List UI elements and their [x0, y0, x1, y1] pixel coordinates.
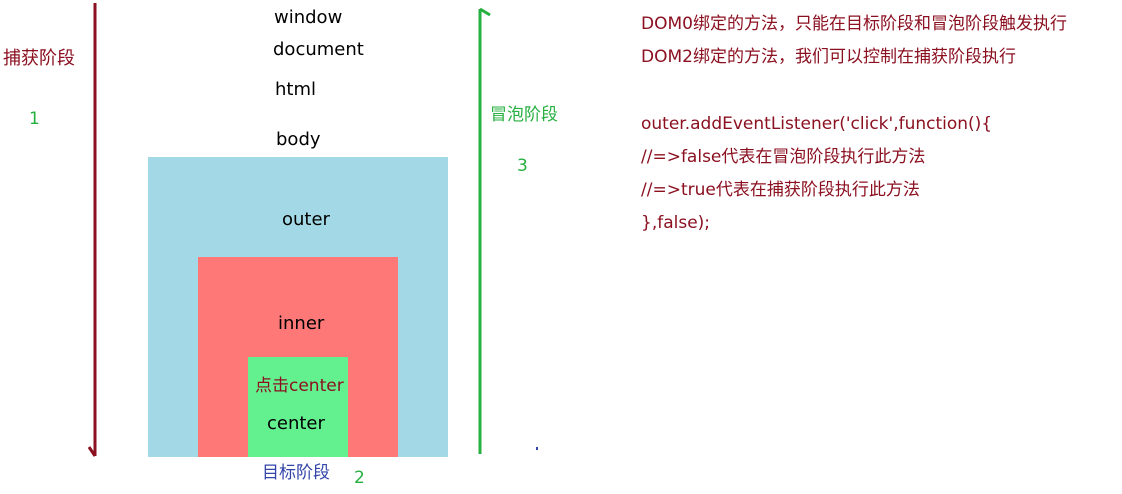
outer-label: outer: [282, 209, 330, 230]
inner-label: inner: [278, 313, 325, 334]
center-box: [248, 357, 348, 457]
note-dom0: DOM0绑定的方法，只能在目标阶段和冒泡阶段触发执行: [641, 14, 1067, 34]
level-window: window: [274, 7, 343, 28]
center-label: center: [267, 413, 325, 434]
level-body: body: [276, 129, 321, 150]
stray-dot: [536, 447, 538, 450]
capture-arrow-head: [87, 446, 97, 457]
click-center-label: 点击center: [255, 376, 344, 396]
capture-phase-label: 捕获阶段: [3, 48, 75, 69]
target-phase-label: 目标阶段: [262, 463, 330, 483]
code-line-4: },false);: [641, 213, 711, 233]
level-document: document: [273, 39, 364, 60]
level-html: html: [275, 79, 317, 100]
code-line-3: //=>true代表在捕获阶段执行此方法: [641, 180, 920, 200]
bubble-phase-number: 3: [517, 156, 528, 176]
capture-phase-number: 1: [29, 109, 40, 129]
bubble-arrow-head: [479, 7, 491, 17]
code-line-1: outer.addEventListener('click',function(…: [641, 114, 993, 134]
code-line-2: //=>false代表在冒泡阶段执行此方法: [641, 147, 926, 167]
target-phase-number: 2: [354, 468, 365, 488]
note-dom2: DOM2绑定的方法，我们可以控制在捕获阶段执行: [641, 47, 1016, 67]
bubble-phase-label: 冒泡阶段: [490, 105, 558, 125]
